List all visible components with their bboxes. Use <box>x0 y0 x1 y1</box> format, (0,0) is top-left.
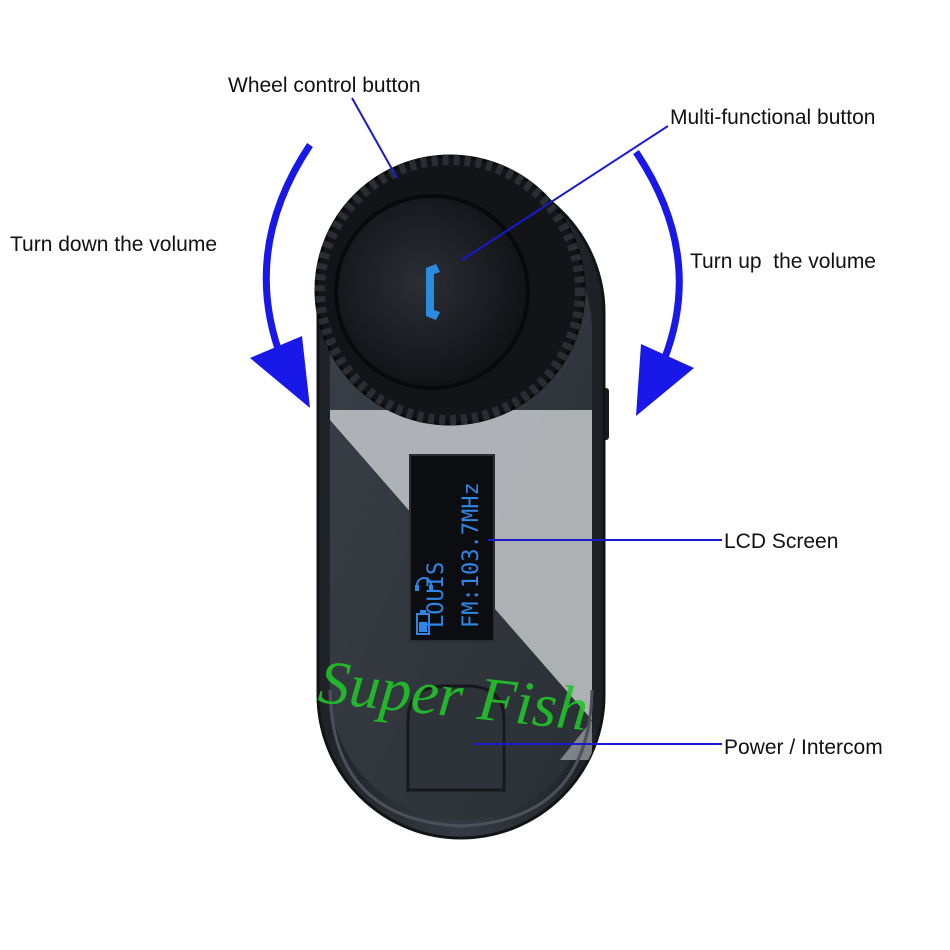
label-wheel-control: Wheel control button <box>228 74 421 97</box>
leader-multi-function <box>461 125 669 261</box>
lcd-line-1: LOUIS <box>424 562 449 628</box>
volume-down-arrow <box>250 143 313 408</box>
lcd-line-2: FM:103.7MHz <box>459 482 484 628</box>
label-lcd: LCD Screen <box>724 530 838 553</box>
wheel-control-knob <box>314 154 586 426</box>
leader-wheel-control <box>351 97 398 179</box>
label-power: Power / Intercom <box>724 736 883 759</box>
phone-icon <box>426 264 440 320</box>
headset-icon <box>415 577 433 591</box>
lcd-screen: LOUIS FM:103.7MHz <box>409 454 495 642</box>
label-multi-function: Multi-functional button <box>670 106 875 129</box>
label-turn-up: Turn up the volume <box>690 250 876 273</box>
power-intercom-button <box>406 684 506 792</box>
battery-icon <box>416 610 430 635</box>
volume-up-arrow <box>633 150 694 416</box>
label-turn-down: Turn down the volume <box>10 233 217 256</box>
